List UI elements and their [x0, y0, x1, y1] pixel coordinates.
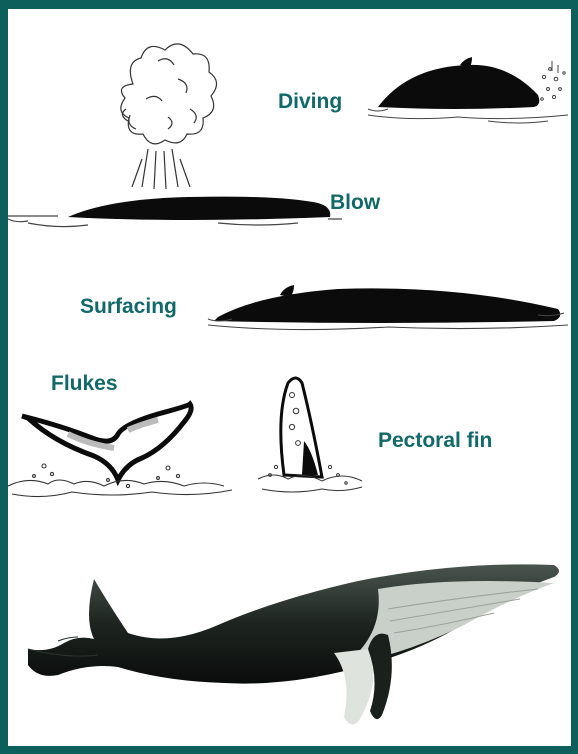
blow-label: Blow	[330, 192, 380, 213]
surfacing-whale-icon	[208, 277, 571, 337]
blow-spray-icon	[8, 9, 571, 249]
humpback-whale-icon	[18, 549, 571, 746]
illustration-frame: Diving Blow Surfacing Flukes Pectoral fi…	[8, 9, 571, 746]
pectoral-fin-label: Pectoral fin	[378, 430, 492, 451]
surfacing-label: Surfacing	[80, 296, 177, 317]
flukes-label: Flukes	[51, 373, 118, 394]
diving-whale-icon	[368, 49, 571, 129]
fluke-tail-icon	[8, 394, 248, 504]
pectoral-fin-icon	[258, 371, 368, 501]
diving-label: Diving	[278, 91, 342, 112]
